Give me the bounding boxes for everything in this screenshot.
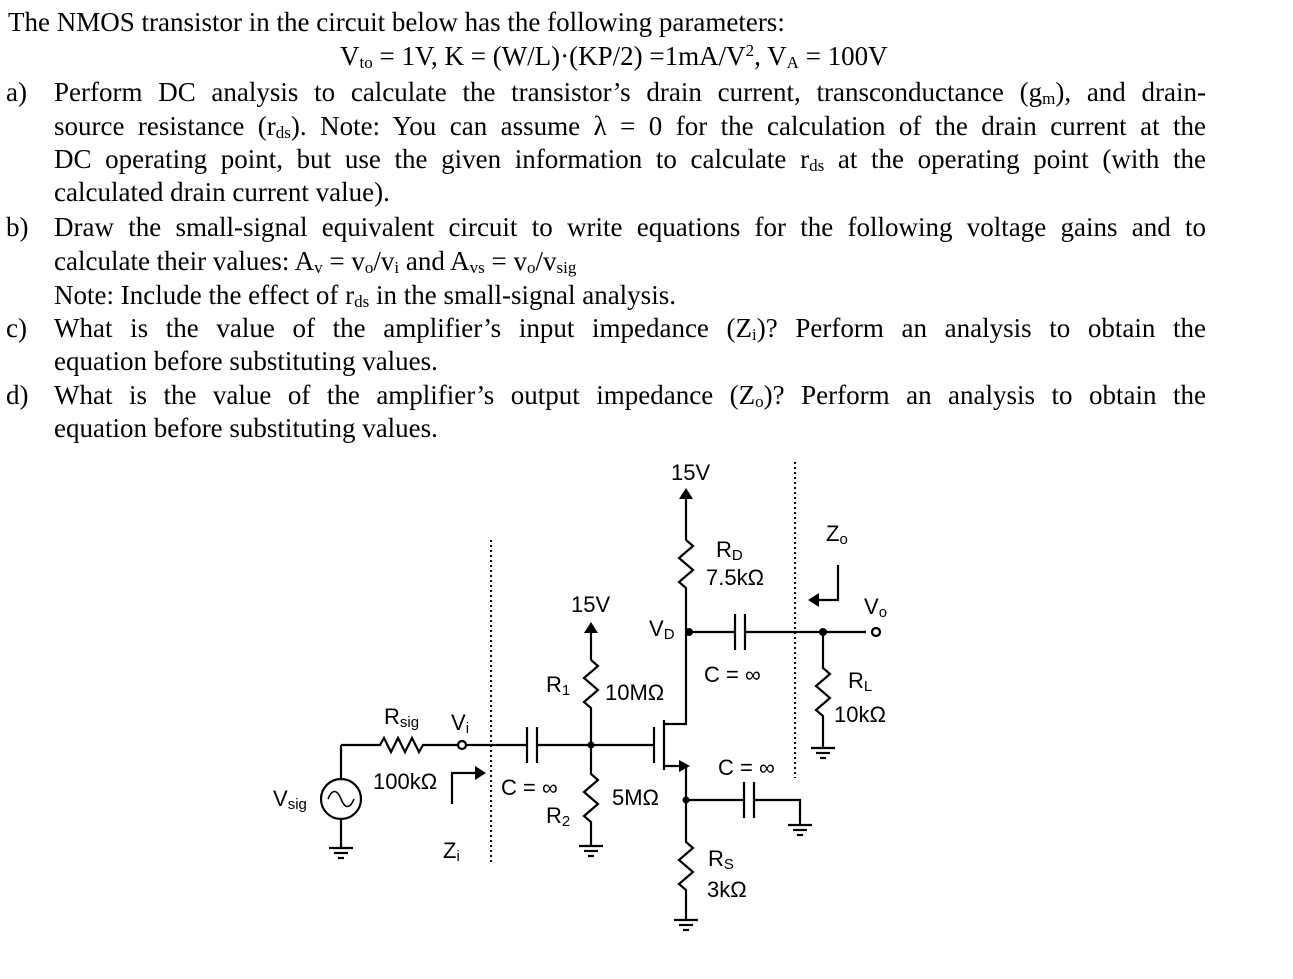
input-capacitor-label: C = ∞ [501, 775, 558, 800]
ground-symbol [788, 823, 812, 837]
vi-label: Vi [451, 710, 469, 737]
nmos-transistor [652, 632, 690, 800]
rsig-value: 100kΩ [373, 769, 437, 794]
rs-value: 3kΩ [707, 877, 747, 902]
r1-value: 10MΩ [605, 680, 664, 705]
rs-resistor [677, 800, 695, 920]
r2-label: R2 [546, 803, 570, 830]
ground-symbol [811, 746, 835, 760]
r2-resistor [582, 745, 600, 846]
part-a-line-2: source resistance (rds). Note: You can a… [54, 111, 1206, 142]
r1-resistor [582, 659, 600, 745]
rl-resistor [814, 632, 832, 748]
parameters-line: Vto = 1V, K = (W/L)·(KP/2) =1mA/V2, VA =… [340, 41, 888, 72]
part-a-line-4: calculated drain current value). [54, 177, 390, 207]
part-a-line-3: DC operating point, but use the given in… [54, 144, 1206, 175]
bypass-capacitor [742, 782, 756, 818]
part-c-line-1: What is the value of the amplifier’s inp… [54, 313, 1206, 344]
zi-arrow [450, 771, 478, 804]
r2-value: 5MΩ [612, 785, 659, 810]
ground-symbol [579, 844, 603, 858]
ground-symbol [329, 846, 353, 860]
vsig-source [319, 745, 363, 860]
vo-label: Vo [864, 594, 887, 621]
output-capacitor-label: C = ∞ [704, 662, 761, 687]
rs-label: RS [708, 846, 734, 873]
rsig-label: Rsig [384, 704, 419, 731]
intro-line: The NMOS transistor in the circuit below… [8, 7, 785, 37]
output-capacitor [733, 614, 747, 650]
source-arrow-icon [679, 760, 690, 772]
part-b-line-3: Note: Include the effect of rds in the s… [54, 280, 676, 311]
part-c-marker: c) [6, 313, 27, 343]
rd-label: RD [716, 537, 743, 564]
r1-label: R1 [546, 672, 570, 699]
rl-value: 10kΩ [834, 702, 886, 727]
part-b-line-2: calculate their values: Av = vo/vi and A… [54, 246, 577, 277]
zo-label: Zo [826, 521, 848, 548]
ground-symbol [674, 918, 698, 932]
vdd-gate-label: 15V [571, 592, 610, 617]
vo-terminal [870, 626, 882, 638]
input-capacitor [525, 727, 539, 763]
rl-label: RL [848, 668, 872, 695]
vdd-drain-label: 15V [671, 460, 710, 485]
vi-terminal [456, 739, 468, 751]
part-d-marker: d) [6, 380, 29, 410]
part-b-line-1: Draw the small-signal equivalent circuit… [54, 212, 1206, 242]
zo-arrow [816, 565, 840, 602]
part-c-line-2: equation before substituting values. [54, 346, 438, 376]
part-d-line-2: equation before substituting values. [54, 413, 438, 443]
vsig-label: Vsig [273, 786, 307, 813]
zi-label: Zi [443, 838, 460, 865]
part-d-line-1: What is the value of the amplifier’s out… [54, 380, 1206, 411]
vd-label: VD [649, 616, 675, 643]
rsig-resistor [341, 735, 458, 755]
part-a-marker: a) [6, 77, 27, 107]
vdd-drain-arrow [679, 488, 693, 499]
part-a-line-1: Perform DC analysis to calculate the tra… [54, 77, 1206, 108]
vdd-gate-arrow [584, 622, 598, 633]
part-b-marker: b) [6, 212, 29, 242]
rd-resistor [677, 539, 695, 632]
rd-value: 7.5kΩ [706, 565, 764, 590]
bypass-capacitor-label: C = ∞ [718, 755, 775, 780]
